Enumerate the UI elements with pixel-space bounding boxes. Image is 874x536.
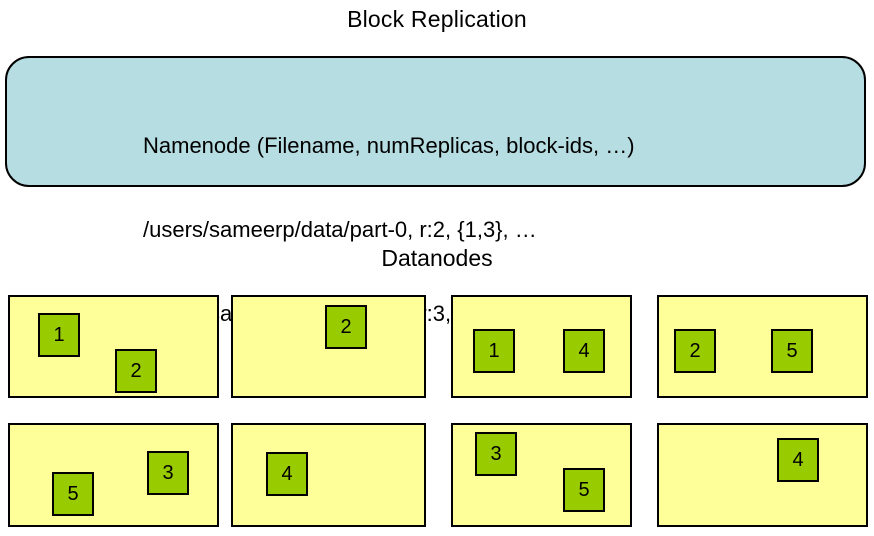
datanode-box-5[interactable]: 4 (231, 423, 426, 527)
datanodes-section-label: Datanodes (381, 245, 493, 271)
namenode-box: Namenode (Filename, numReplicas, block-i… (5, 56, 866, 326)
block-4[interactable]: 4 (266, 452, 308, 496)
block-3[interactable]: 3 (475, 432, 517, 476)
block-1[interactable]: 1 (38, 313, 80, 357)
datanode-box-1[interactable]: 2 (231, 295, 426, 398)
block-1[interactable]: 1 (473, 329, 515, 373)
block-2[interactable]: 2 (115, 349, 157, 393)
block-3[interactable]: 3 (147, 451, 189, 495)
namenode-header-line: Namenode (Filename, numReplicas, block-i… (143, 133, 635, 158)
block-5[interactable]: 5 (771, 329, 813, 373)
block-2[interactable]: 2 (674, 329, 716, 373)
block-5[interactable]: 5 (563, 468, 605, 512)
block-4[interactable]: 4 (777, 438, 819, 482)
datanode-box-7[interactable]: 4 (657, 423, 868, 527)
page-title: Block Replication (347, 6, 527, 32)
block-5[interactable]: 5 (52, 472, 94, 516)
namenode-file-line-part-0: /users/sameerp/data/part-0, r:2, {1,3}, … (143, 217, 537, 242)
block-2[interactable]: 2 (325, 305, 367, 349)
block-4[interactable]: 4 (563, 329, 605, 373)
